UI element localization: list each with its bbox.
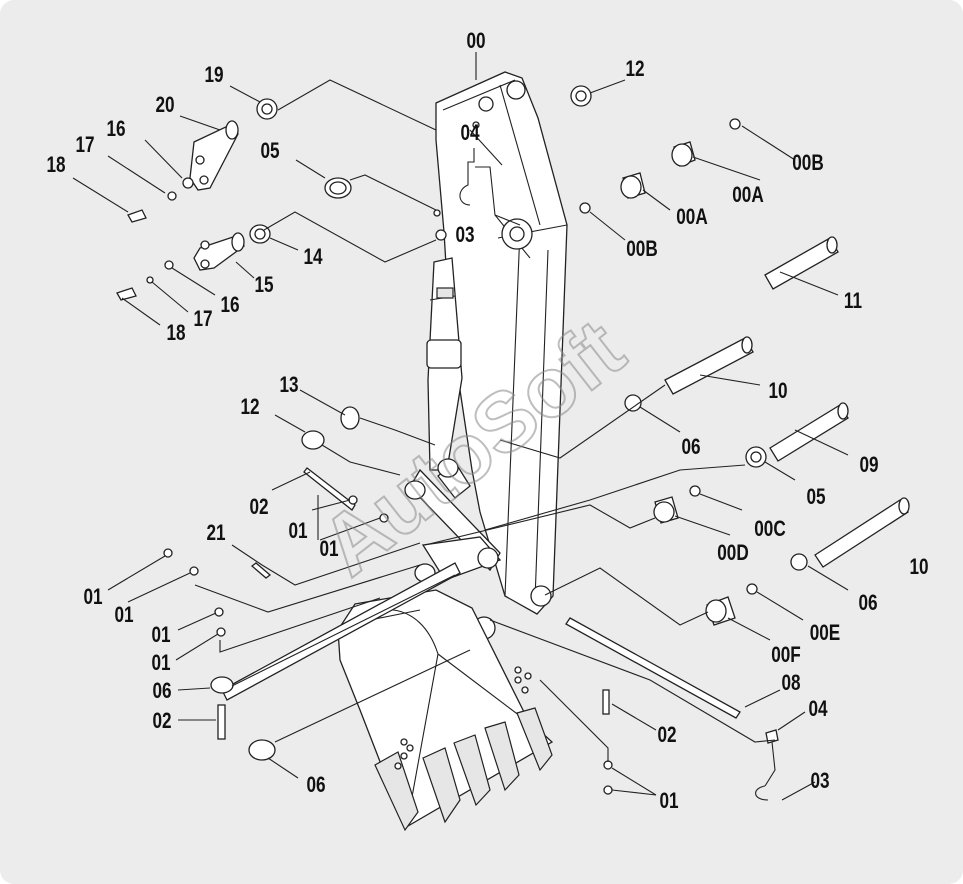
- callout-label: 06: [306, 773, 325, 798]
- callout-label: 06: [681, 435, 700, 460]
- callout-label: 17: [193, 307, 212, 332]
- callout-label: 00A: [676, 205, 707, 230]
- callout-label: 03: [455, 223, 474, 248]
- callout-label: 00E: [810, 621, 841, 646]
- callout-label: 10: [768, 379, 787, 404]
- callout-label: 16: [106, 117, 125, 142]
- callout-label: 00D: [717, 541, 748, 566]
- callout-label: 21: [206, 521, 225, 546]
- callout-label: 00F: [771, 643, 801, 668]
- callout-label: 01: [151, 623, 170, 648]
- callout-label: 04: [808, 697, 827, 722]
- callout-label: 05: [260, 139, 279, 164]
- upper-left-parts: [116, 98, 352, 301]
- callout-label: 11: [844, 289, 862, 314]
- callout-label: 00A: [732, 183, 763, 208]
- bucket: [337, 589, 554, 832]
- callout-label: 16: [220, 293, 239, 318]
- callout-label: 02: [249, 495, 268, 520]
- callout-label: 20: [155, 93, 174, 118]
- callout-label: 00B: [626, 237, 657, 262]
- callout-label: 02: [152, 709, 171, 734]
- bucket-cylinder: [426, 257, 463, 471]
- callout-label: 09: [859, 453, 878, 478]
- callout-label: 01: [659, 789, 678, 814]
- callout-label: 18: [46, 153, 65, 178]
- callout-label: 01: [319, 537, 338, 562]
- callout-label: 03: [810, 769, 829, 794]
- callout-label: 00C: [754, 517, 785, 542]
- callout-label: 01: [114, 603, 133, 628]
- callout-label: 01: [151, 651, 170, 676]
- callout-label: 00: [466, 29, 485, 54]
- callout-label: 06: [858, 591, 877, 616]
- callout-label: 12: [625, 57, 644, 82]
- callout-label: 06: [152, 679, 171, 704]
- callout-label: 13: [279, 373, 298, 398]
- leader-lines: [72, 52, 849, 801]
- callout-labels: 00 12 19 20 04 16 17 18 05 00B 00A 00A 0…: [46, 29, 928, 814]
- callout-label: 02: [657, 723, 676, 748]
- callout-label: 01: [83, 585, 102, 610]
- callout-label: 12: [240, 395, 259, 420]
- callout-label: 00B: [792, 151, 823, 176]
- callout-label: 08: [781, 671, 800, 696]
- callout-label: 18: [166, 321, 185, 346]
- callout-label: 05: [806, 485, 825, 510]
- arm-body: [433, 71, 568, 615]
- callout-label: 14: [303, 245, 322, 270]
- callout-label: 01: [288, 519, 307, 544]
- callout-label: 17: [75, 133, 94, 158]
- callout-label: 04: [460, 121, 479, 146]
- right-parts: [565, 85, 910, 801]
- callout-label: 15: [254, 273, 273, 298]
- callout-label: 10: [909, 555, 928, 580]
- callout-label: 19: [204, 63, 223, 88]
